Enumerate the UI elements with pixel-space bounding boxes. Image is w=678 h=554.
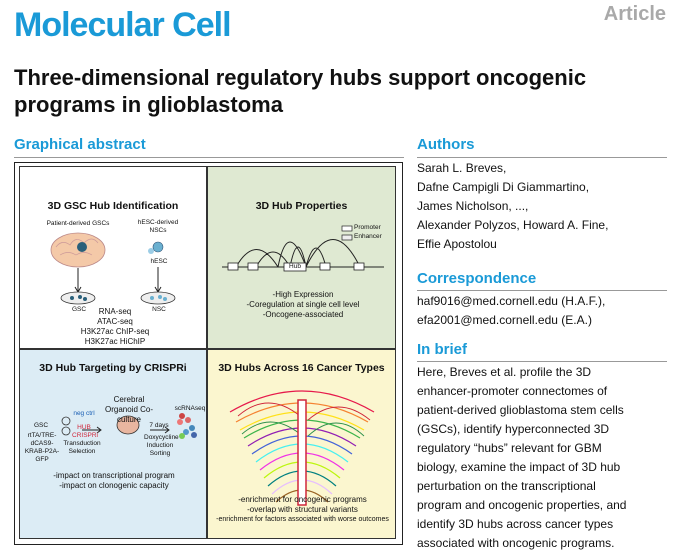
hub-crispri-label: HUB CRISPRi bbox=[72, 424, 99, 439]
in-brief-line: program and oncogenic properties, and bbox=[417, 498, 627, 512]
assay-item: RNA-seq bbox=[98, 307, 132, 316]
authors-rule bbox=[417, 157, 667, 158]
scrnaseq-label: scRNAseq bbox=[174, 405, 206, 412]
organoid-coculture-label: Cerebral Organoid Co-culture bbox=[104, 395, 154, 424]
legend-enhancer: Enhancer bbox=[354, 233, 382, 240]
panel-hub-targeting: 3D Hub Targeting by CRISPRi GSC rtTA/TRE… bbox=[19, 349, 207, 539]
in-brief-line: patient-derived glioblastoma stem cells bbox=[417, 403, 624, 417]
panel-cancer-types: 3D Hubs Across 16 Cancer Types bbox=[207, 349, 396, 539]
doxycycline-label: Doxycycline Induction Sorting bbox=[144, 434, 179, 457]
in-brief-line: biology, examine the impact of 3D hub bbox=[417, 460, 621, 474]
in-brief-rule bbox=[417, 361, 667, 362]
crispri-workflow-illustration bbox=[61, 413, 197, 439]
author-line: Effie Apostolou bbox=[417, 237, 497, 251]
authors-list: Sarah L. Breves, Dafne Campigli Di Giamm… bbox=[417, 159, 672, 254]
in-brief-line: Here, Breves et al. profile the 3D bbox=[417, 365, 592, 379]
article-type-label: Article bbox=[603, 3, 666, 25]
in-brief-line: regulatory “hubs” relevant for GBM bbox=[417, 441, 602, 455]
hub-property-item: -High Expression bbox=[272, 290, 334, 299]
hub-property-item: -Oncogene-associated bbox=[262, 310, 344, 319]
correspondence-list: haf9016@med.cornell.edu (H.A.F.), efa200… bbox=[417, 292, 672, 330]
author-line: Alexander Polyzos, Howard A. Fine, bbox=[417, 218, 609, 232]
author-line: Sarah L. Breves, bbox=[417, 161, 507, 175]
assay-item: H3K27ac HiChIP bbox=[84, 337, 146, 346]
panel-hub-identification: 3D GSC Hub Identification Patient-derive… bbox=[19, 166, 207, 349]
neg-ctrl-label: neg ctrl bbox=[73, 410, 95, 417]
in-brief-heading: In brief bbox=[417, 341, 468, 358]
transduction-label: Transduction Selection bbox=[63, 440, 101, 455]
hub-label: Hub bbox=[289, 263, 301, 270]
in-brief-line: perturbation on the transcriptional bbox=[417, 479, 596, 493]
cancer-finding-item: -enrichment for factors associated with … bbox=[216, 516, 389, 523]
correspondence-rule bbox=[417, 290, 667, 291]
article-title: Three-dimensional regulatory hubs suppor… bbox=[14, 65, 587, 117]
graphical-abstract-figure: 3D GSC Hub Identification Patient-derive… bbox=[14, 162, 403, 545]
author-line: Dafne Campigli Di Giammartino, bbox=[417, 180, 590, 194]
graphical-abstract-rule bbox=[14, 157, 404, 158]
cancer-finding-item: -enrichment for oncogenic programs bbox=[238, 495, 367, 504]
journal-name: Molecular Cell bbox=[14, 6, 232, 44]
hesc-small-label: hESC bbox=[150, 258, 168, 265]
in-brief-text: Here, Breves et al. profile the 3D enhan… bbox=[417, 363, 672, 553]
correspondence-heading: Correspondence bbox=[417, 270, 537, 287]
patient-gsc-label: Patient-derived GSCs bbox=[46, 220, 110, 227]
cancer-findings-list: -enrichment for oncogenic programs -over… bbox=[205, 495, 400, 525]
assay-item: ATAC-seq bbox=[97, 317, 133, 326]
hub-property-item: -Coregulation at single cell level bbox=[246, 300, 360, 309]
gsc-label-crispri: GSC bbox=[33, 422, 49, 429]
authors-heading: Authors bbox=[417, 136, 475, 153]
email-link[interactable]: haf9016@med.cornell.edu (H.A.F.), bbox=[417, 294, 606, 308]
panel-hub-properties: 3D Hub Properties Promoter Enhancer Hub … bbox=[207, 166, 396, 349]
dcas9-construct-label: rtTA/TRE-dCAS9-KRAB-P2A-GFP bbox=[24, 432, 60, 463]
panel1-title: 3D GSC Hub Identification bbox=[47, 200, 179, 212]
crispri-impact-item: -impact on clonogenic capacity bbox=[59, 481, 169, 490]
seven-days-label: 7 days bbox=[149, 422, 169, 429]
assay-list: RNA-seq ATAC-seq H3K27ac ChIP-seq H3K27a… bbox=[60, 307, 170, 347]
cancer-finding-item: -overlap with structural variants bbox=[247, 505, 358, 514]
cancer-hub-arcs-illustration bbox=[229, 390, 375, 506]
hub-properties-illustration bbox=[222, 225, 384, 272]
hub-property-list: -High Expression -Coregulation at single… bbox=[218, 290, 388, 320]
email-link[interactable]: efa2001@med.cornell.edu (E.A.) bbox=[417, 313, 592, 327]
author-line: James Nicholson, ..., bbox=[417, 199, 529, 213]
in-brief-line: enhancer-promoter connectomes of bbox=[417, 384, 608, 398]
hesc-nsc-label: hESC-derived NSCs bbox=[137, 219, 179, 234]
panel3-title: 3D Hub Targeting by CRISPRi bbox=[39, 362, 187, 374]
crispri-impact-list: -impact on transcriptional program -impa… bbox=[30, 471, 198, 491]
hub-identification-illustration bbox=[50, 232, 176, 305]
gsc-label: GSC bbox=[71, 306, 87, 313]
assay-item: H3K27ac ChIP-seq bbox=[80, 327, 150, 336]
in-brief-line: associated with oncogenic programs. bbox=[417, 536, 615, 550]
nsc-label: NSC bbox=[152, 306, 166, 313]
legend-promoter: Promoter bbox=[354, 224, 381, 231]
panel2-title: 3D Hub Properties bbox=[255, 200, 348, 212]
in-brief-line: identify 3D hubs across cancer types bbox=[417, 517, 614, 531]
in-brief-line: (GSCs), identify hyperconnected 3D bbox=[417, 422, 610, 436]
crispri-impact-item: -impact on transcriptional program bbox=[53, 471, 175, 480]
graphical-abstract-heading: Graphical abstract bbox=[14, 136, 146, 153]
panel4-title: 3D Hubs Across 16 Cancer Types bbox=[218, 362, 385, 374]
